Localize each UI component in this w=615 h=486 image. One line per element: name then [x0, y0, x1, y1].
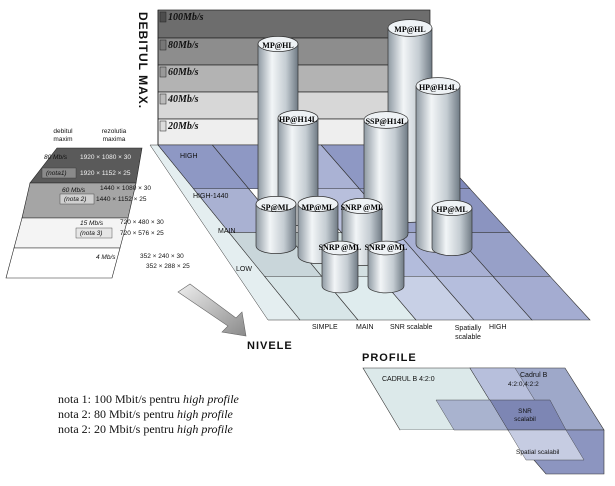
profile-cadrul-b-title: Cadrul B [520, 372, 548, 379]
profile-label-spatial: Spatially scalable [454, 325, 482, 341]
profile-cadrul-b-422: 4:2:0,4:2:2 [508, 381, 539, 388]
side-header-res: rezolutia maxima [101, 128, 127, 143]
side-row-1-res1: 1920 × 1080 × 30 [80, 154, 131, 161]
profile-spatial-scalabil: Spatial scalabil [516, 449, 560, 456]
cylinder [255, 196, 297, 254]
rate-band-100 [157, 9, 431, 39]
side-row-4-rate: 4 Mb/s [96, 254, 116, 261]
cylinder-top [367, 240, 405, 256]
rate-label-40: 40Mb/s [168, 94, 199, 105]
side-row-3-res2: 720 × 576 × 25 [120, 230, 164, 237]
note-2: nota 2: 80 Mbit/s pentru high profile [58, 407, 233, 422]
cylinder-label: HP@H14L [278, 115, 318, 124]
cylinder-top [341, 198, 383, 214]
cylinder [321, 240, 359, 294]
side-row-1-note: (nota1) [46, 170, 67, 177]
cylinder-body [255, 203, 297, 254]
cylinder-label: SSP@H14L [365, 117, 407, 126]
side-row-4 [5, 247, 121, 279]
cylinder-label: SNRP @ML [340, 203, 384, 212]
side-row-1-res2: 1920 × 1152 × 25 [80, 170, 131, 177]
note-1: nota 1: 100 Mbit/s pentru high profile [58, 392, 239, 407]
axis-title: DEBITUL MAX. [136, 12, 150, 110]
note-1-text: nota 1: 100 Mbit/s pentru [58, 392, 183, 406]
profile-label-main: MAIN [356, 324, 374, 331]
rate-label-80: 80Mb/s [168, 40, 199, 51]
cylinder-label: HP@ML [436, 205, 468, 214]
side-header-rate: debitul maxim [53, 128, 73, 143]
rate-label-60: 60Mb/s [168, 67, 199, 78]
side-row-3-rate: 15 Mb/s [80, 220, 104, 227]
side-row-2-note: (nota 2) [64, 196, 87, 203]
level-label-high1440: HIGH-1440 [193, 193, 229, 200]
cylinder-label: HP@H14L [418, 83, 458, 92]
note-3-text: nota 2: 20 Mbit/s pentru [58, 422, 177, 436]
side-row-2-res2: 1440 × 1152 × 25 [96, 196, 147, 203]
profile-label-simple: SIMPLE [312, 324, 338, 331]
floor-cell [492, 275, 591, 321]
cylinder [431, 200, 473, 256]
note-2-text: nota 2: 80 Mbit/s pentru [58, 407, 177, 421]
cylinder-body [321, 247, 359, 294]
cylinder-top [431, 200, 473, 216]
level-label-low: LOW [236, 266, 252, 273]
profile-label-high: HIGH [489, 324, 507, 331]
side-row-4-res2: 352 × 288 × 25 [146, 263, 190, 270]
profile-label-snr: SNR scalable [390, 324, 433, 331]
note-1-profile: high profile [183, 392, 239, 406]
profile-label: PROFILE [362, 352, 417, 364]
cylinder-top [257, 36, 299, 52]
profile-cadrul-b-420: CADRUL B 4:2:0 [382, 376, 435, 383]
note-3-profile: high profile [177, 422, 233, 436]
cylinder-label: SNRP @ML [364, 243, 408, 252]
cylinder-top [363, 111, 409, 129]
cylinder-label: MP@HL [394, 25, 426, 34]
cylinder-top [255, 196, 297, 212]
side-row-4-res1: 352 × 240 × 30 [140, 253, 184, 260]
level-label-main: MAIN [218, 228, 236, 235]
cylinder-body [367, 247, 405, 294]
profile-strip [362, 367, 605, 475]
note-3: nota 2: 20 Mbit/s pentru high profile [58, 422, 233, 437]
level-label-high: HIGH [180, 153, 198, 160]
profile-snr-scalabil: SNR scalabil [514, 408, 536, 423]
side-row-1-rate: 80 Mb/s [44, 154, 68, 161]
cylinder-body [431, 207, 473, 256]
cylinder-label: SP@ML [261, 203, 291, 212]
cylinder-top [277, 110, 319, 126]
cylinder-top [415, 77, 461, 95]
side-row-2-res1: 1440 × 1080 × 30 [100, 185, 151, 192]
side-row-3-res1: 720 × 480 × 30 [120, 219, 164, 226]
side-row-3-note: (nota 3) [80, 230, 103, 237]
side-table [5, 147, 143, 279]
nivele-arrow [177, 283, 247, 337]
cylinder-top [387, 19, 433, 37]
cylinder-top [297, 196, 339, 212]
note-2-profile: high profile [177, 407, 233, 421]
cylinders [255, 19, 473, 294]
cylinder-label: MP@ML [301, 203, 335, 212]
cylinder-top [321, 240, 359, 256]
cylinder-label: MP@HL [262, 41, 294, 50]
side-row-2-rate: 60 Mb/s [62, 187, 86, 194]
nivele-label: NIVELE [247, 340, 293, 352]
rate-label-20: 20Mb/s [168, 121, 199, 132]
cylinder [367, 240, 405, 294]
rate-label-100: 100Mb/s [168, 12, 204, 23]
cylinder-label: SNRP @ML [318, 243, 362, 252]
